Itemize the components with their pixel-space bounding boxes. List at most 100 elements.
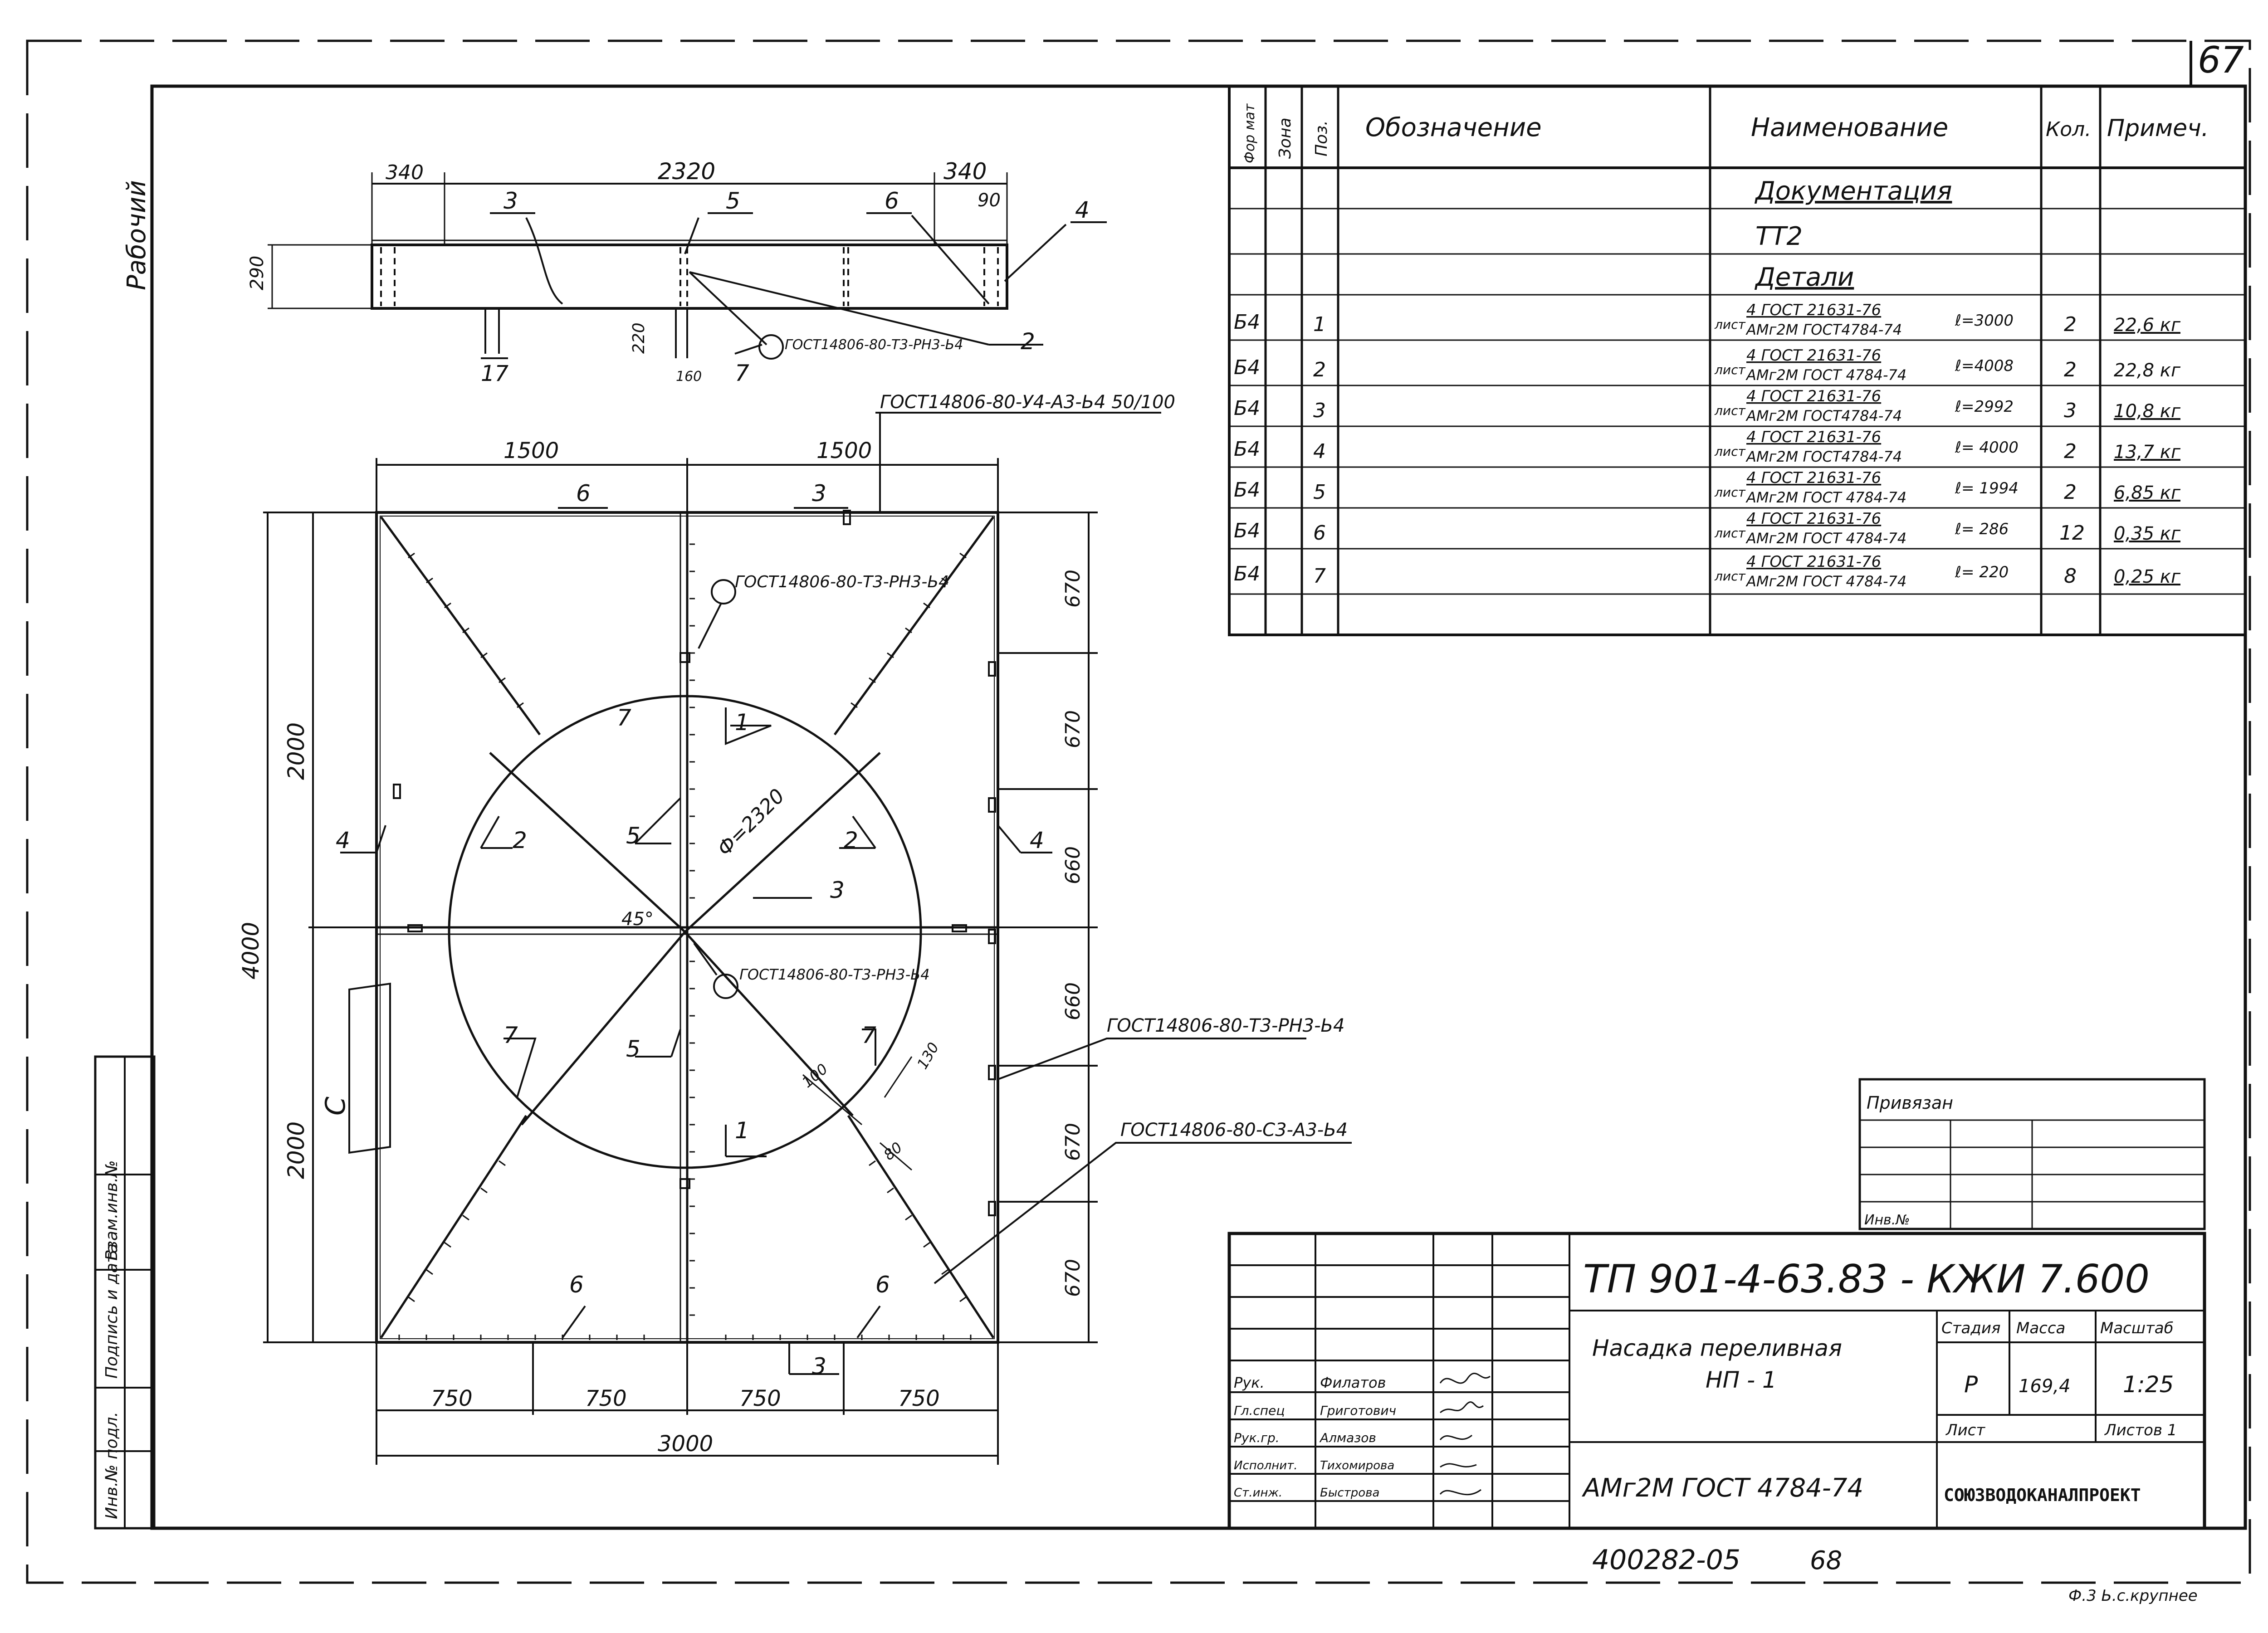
spec-row6-len: ℓ= 286 — [1955, 520, 2009, 538]
plan-weld-right2: ГОСТ14806-80-С3-А3-Ь4 — [1120, 1120, 1348, 1141]
spec-row3-qty: 3 — [2064, 399, 2077, 422]
top-dim-340-right: 340 — [943, 158, 987, 185]
top-leader-6: 6 — [885, 188, 899, 214]
spec-row1-top: 4 ГОСТ 21631-76 — [1746, 301, 1881, 319]
spec-row2-note: 22,8 кг — [2114, 360, 2181, 381]
plan-right-dim-6: 670 — [1061, 1259, 1085, 1297]
sheet-frames — [26, 39, 2251, 1584]
top-dim-90: 90 — [978, 190, 1001, 211]
title-stage-label: Стадия — [1941, 1319, 2000, 1337]
plan-leader-5-lower: 5 — [626, 1036, 640, 1062]
spec-header-designation: Обозначение — [1365, 113, 1542, 142]
spec-row4-note: 13,7 кг — [2114, 442, 2181, 463]
plan-left-dim-lower: 2000 — [283, 1121, 309, 1179]
plan-right-dim-2: 670 — [1061, 710, 1085, 748]
bottom-page: 68 — [1810, 1546, 1842, 1575]
spec-row6-pos: 6 — [1313, 522, 1326, 545]
spec-row7-prefix: лист — [1714, 569, 1745, 584]
title-code: ТП 901-4-63.83 - КЖИ 7.600 — [1583, 1257, 2150, 1302]
title-scale: 1:25 — [2123, 1371, 2174, 1398]
spec-row2-top: 4 ГОСТ 21631-76 — [1746, 346, 1881, 365]
title-mass-label: Масса — [2016, 1319, 2065, 1337]
title-sheet-label: Лист — [1945, 1421, 1985, 1439]
sheet-number: 67 — [2198, 39, 2244, 81]
approval-block: Привязан Инв.№ — [1858, 1078, 2206, 1230]
spec-row4-bottom: АМг2М ГОСТ4784-74 — [1745, 448, 1902, 465]
spec-row2-prefix: лист — [1714, 362, 1745, 377]
spec-row7-note: 0,25 кг — [2114, 566, 2181, 587]
plan-small-dim-130: 130 — [914, 1039, 942, 1072]
top-leader-7: 7 — [735, 360, 749, 386]
plan-leader-5-upper: 5 — [626, 823, 640, 849]
plan-angle: 45° — [621, 909, 654, 930]
title-sheets-label: Листов 1 — [2104, 1421, 2177, 1439]
plan-bottom-dim-2: 750 — [585, 1386, 627, 1411]
top-section-mark: 17 — [481, 361, 509, 386]
spec-row1-len: ℓ=3000 — [1955, 312, 2014, 330]
title-role-2: Гл.спец — [1234, 1403, 1285, 1418]
title-block: ТП 901-4-63.83 - КЖИ 7.600 Насадка перел… — [1227, 1232, 2206, 1530]
spec-row4-pos: 4 — [1313, 440, 1326, 463]
spec-section-tt2: ТТ2 — [1755, 222, 1803, 251]
plan-weld-top: ГОСТ14806-80-У4-А3-Ь4 50/100 — [880, 392, 1175, 413]
spec-row7-bottom: АМг2М ГОСТ 4784-74 — [1745, 573, 1906, 590]
side-stamp-replace: Взам.инв.№ — [103, 1160, 121, 1261]
spec-row5-pos: 5 — [1313, 481, 1326, 504]
plan-right-dim-5: 670 — [1061, 1123, 1085, 1161]
spec-row: Б4 7 лист 4 ГОСТ 21631-76 АМг2М ГОСТ 478… — [1234, 553, 2181, 590]
plan-leader-2-left: 2 — [513, 827, 527, 853]
title-name-5: Быстрова — [1320, 1486, 1379, 1500]
rotated-label: Рабочий — [122, 180, 152, 290]
bottom-right-note: Ф.3 Ь.с.крупнее — [2068, 1587, 2198, 1605]
spec-row2-format: Б4 — [1234, 356, 1260, 379]
title-scale-label: Масштаб — [2100, 1319, 2174, 1337]
spec-row3-prefix: лист — [1714, 403, 1745, 418]
title-name-2: Григотович — [1320, 1403, 1396, 1418]
top-dim-340-left: 340 — [386, 161, 424, 184]
plan-leader-3-top: 3 — [812, 480, 826, 507]
title-material: АМг2М ГОСТ 4784-74 — [1582, 1473, 1863, 1503]
title-name-3: Алмазов — [1319, 1430, 1376, 1445]
spec-row: Б4 6 лист 4 ГОСТ 21631-76 АМг2М ГОСТ 478… — [1234, 510, 2181, 547]
spec-row: Б4 3 лист 4 ГОСТ 21631-76 АМг2М ГОСТ4784… — [1234, 387, 2181, 424]
top-view: 340 2320 340 90 290 17 220 160 — [247, 158, 1107, 386]
spec-row3-top: 4 ГОСТ 21631-76 — [1746, 387, 1881, 405]
spec-row5-prefix: лист — [1714, 485, 1745, 500]
top-weld-callout: ГОСТ14806-80-Т3-РН3-Ь4 — [785, 337, 963, 353]
approval-title: Привязан — [1867, 1093, 1953, 1113]
title-name-line2: НП - 1 — [1706, 1367, 1777, 1393]
plan-leader-2-right: 2 — [844, 827, 858, 853]
bottom-number: 400282-05 — [1592, 1544, 1740, 1576]
spec-row1-format: Б4 — [1234, 311, 1260, 334]
spec-row6-format: Б4 — [1234, 519, 1260, 542]
title-stage: Р — [1964, 1371, 1978, 1398]
side-stamp-inv: Инв.№ подл. — [103, 1412, 121, 1519]
spec-row2-bottom: АМг2М ГОСТ 4784-74 — [1745, 366, 1906, 384]
spec-row7-qty: 8 — [2064, 565, 2077, 588]
side-stamp: Инв.№ подл. Подпись и дата Взам.инв.№ — [94, 1055, 156, 1530]
spec-row3-note: 10,8 кг — [2114, 401, 2181, 422]
spec-row: Б4 4 лист 4 ГОСТ 21631-76 АМг2М ГОСТ4784… — [1234, 428, 2181, 465]
spec-row5-format: Б4 — [1234, 478, 1260, 502]
spec-row2-qty: 2 — [2064, 358, 2077, 381]
spec-row5-bottom: АМг2М ГОСТ 4784-74 — [1745, 489, 1906, 506]
spec-section-parts: Детали — [1754, 263, 1854, 292]
spec-header-qty: Кол. — [2046, 118, 2091, 141]
spec-row6-qty: 12 — [2059, 522, 2085, 545]
top-leader-5: 5 — [726, 188, 740, 214]
plan-leader-3-bottom: 3 — [812, 1353, 826, 1380]
spec-row3-len: ℓ=2992 — [1955, 398, 2014, 416]
plan-left-dim-upper: 2000 — [283, 722, 309, 780]
title-role-3: Рук.гр. — [1234, 1430, 1280, 1445]
spec-row3-bottom: АМг2М ГОСТ4784-74 — [1745, 407, 1902, 424]
side-stamp-signature: Подпись и дата — [103, 1243, 121, 1379]
plan-weld-1: ГОСТ14806-80-Т3-РН3-Ь4 — [735, 573, 949, 591]
spec-row5-top: 4 ГОСТ 21631-76 — [1746, 469, 1881, 487]
spec-row: Б4 2 лист 4 ГОСТ 21631-76 АМг2М ГОСТ 478… — [1234, 346, 2181, 384]
spec-row5-len: ℓ= 1994 — [1955, 479, 2019, 497]
plan-diameter: Ф=2320 — [713, 785, 789, 861]
title-mass: 169,4 — [2019, 1376, 2071, 1397]
plan-leader-1-lower: 1 — [735, 1117, 749, 1144]
title-name-1: Филатов — [1320, 1374, 1386, 1391]
